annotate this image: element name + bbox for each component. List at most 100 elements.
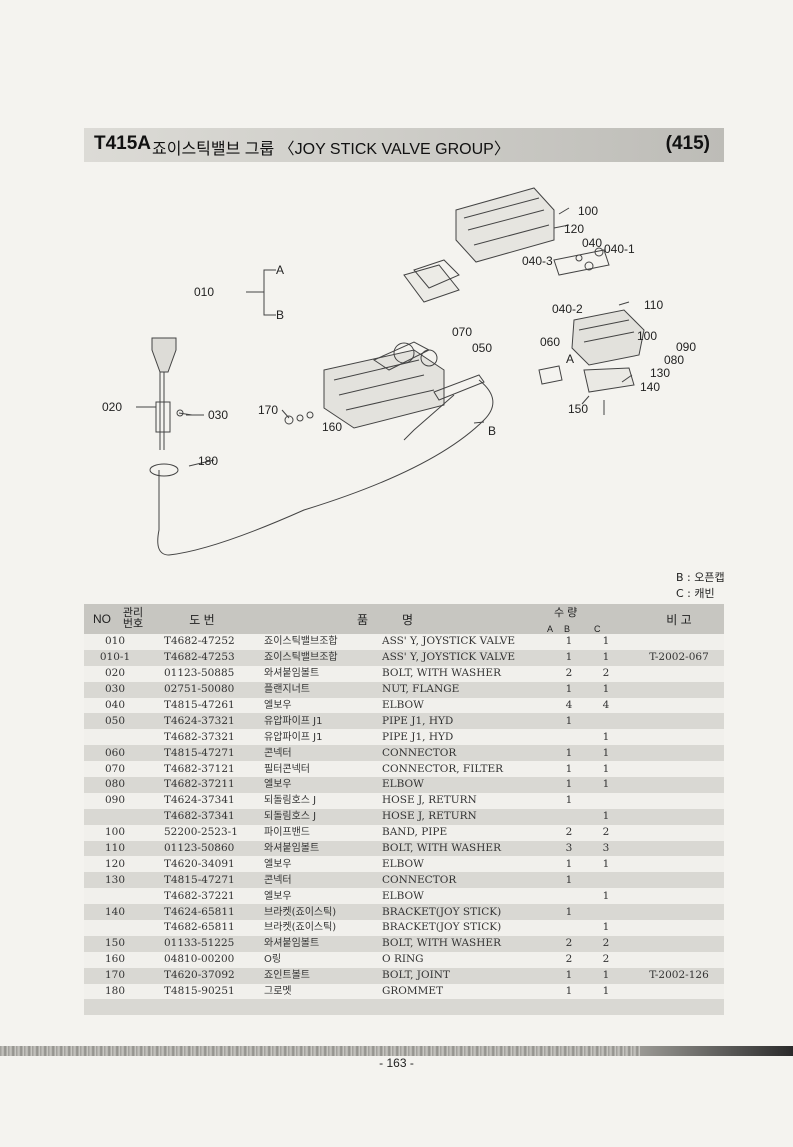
cell-remark [634, 920, 724, 936]
footer-rule [0, 1046, 793, 1056]
cell-part-number: T4624-37341 [164, 794, 235, 807]
table-header-row: NO 관리 번호 도 번 품 명 A 수 량 B C 비 고 [84, 604, 724, 634]
cell-english-name: ASS' Y, JOYSTICK VALVE [382, 651, 515, 664]
cell-no: 010-1 [99, 651, 131, 664]
header-mgmt: 관리 번호 [122, 607, 144, 630]
cell-qty-b [560, 809, 578, 825]
cell-no: 130 [104, 873, 126, 886]
cell-remark [634, 793, 724, 809]
callout-020: 020 [102, 400, 122, 414]
cell-no: 180 [104, 985, 126, 998]
table-body: 010 T4682-47252 죠이스틱밸브조합 ASS' Y, JOYSTICK V… [84, 634, 724, 1000]
callout-120: 120 [564, 222, 584, 236]
header-qty: 수 량 B [554, 607, 578, 634]
cell-korean-name: 콘넥터 [264, 874, 292, 886]
cell-qty-b: 1 [565, 985, 573, 998]
cell-qty-c: 2 [602, 667, 610, 680]
cell-remark [634, 729, 724, 745]
page-number: - 163 - [379, 1056, 414, 1070]
footer-rule-dark [640, 1046, 793, 1056]
cell-no: 110 [104, 842, 126, 855]
cell-qty-a [540, 761, 560, 777]
cell-remark [634, 682, 724, 698]
cell-korean-name: 되돌림호스 J [264, 795, 317, 807]
cell-qty-a [540, 777, 560, 793]
cell-part-number: T4815-47271 [164, 746, 235, 759]
cell-no: 040 [104, 699, 126, 711]
cell-korean-name: 죠이스틱밸브조합 [264, 636, 338, 648]
cell-korean-name: 와셔붙임볼트 [264, 843, 320, 855]
cell-qty-a [540, 952, 560, 968]
cell-qty-a [540, 936, 560, 952]
cell-qty-c: 1 [602, 889, 610, 902]
cell-korean-name: 와셔붙임볼트 [264, 938, 320, 950]
diagram-svg: 100 120 040 040-1 040-3 A 010 B 110 040-… [102, 187, 696, 556]
cell-part-number: T4815-47261 [164, 699, 235, 711]
cell-korean-name: 그로멧 [264, 986, 292, 998]
cell-no: 070 [104, 762, 126, 775]
cell-part-number: 04810-00200 [164, 953, 235, 966]
cell-korean-name: 되돌림호스 J [264, 811, 317, 823]
cell-no: 120 [104, 857, 126, 870]
cell-english-name: BRACKET(JOY STICK) [382, 905, 502, 918]
callout-a-mid: A [566, 352, 574, 366]
cell-no: 010 [104, 635, 126, 648]
cell-korean-name: 유압파이프 J1 [264, 715, 323, 727]
cell-qty-b: 1 [565, 635, 573, 648]
cell-no: 080 [104, 778, 126, 791]
cell-qty-b: 1 [565, 969, 573, 982]
header-name-b: 명 [402, 612, 414, 627]
cell-qty-a [540, 634, 560, 650]
cell-no: 050 [104, 714, 126, 727]
cell-english-name: HOSE J, RETURN [382, 810, 477, 823]
cell-qty-b: 2 [565, 667, 573, 680]
callout-b-cable: B [488, 424, 496, 438]
cell-qty-a [540, 809, 560, 825]
cell-korean-name: 죠이스틱밸브조합 [264, 652, 338, 664]
cell-qty-c: 2 [602, 937, 610, 950]
cell-english-name: CONNECTOR [382, 746, 457, 759]
cell-no: 100 [104, 826, 126, 839]
exploded-parts-diagram: 100 120 040 040-1 040-3 A 010 B 110 040-… [84, 170, 724, 580]
cell-qty-a [540, 729, 560, 745]
cell-qty-c: 1 [602, 985, 610, 998]
cell-remark [634, 761, 724, 777]
cell-english-name: PIPE J1, HYD [382, 714, 454, 727]
table-filler [84, 999, 724, 1016]
cell-part-number: T4620-37092 [164, 969, 235, 982]
callout-160: 160 [322, 420, 342, 434]
callout-080: 080 [664, 353, 684, 367]
cell-english-name: PIPE J1, HYD [382, 730, 454, 743]
cell-english-name: ASS' Y, JOYSTICK VALVE [382, 635, 515, 648]
cell-remark [634, 745, 724, 761]
cell-english-name: ELBOW [382, 778, 424, 791]
cell-part-number: T4624-37321 [164, 714, 235, 727]
title-bar: T415A 죠이스틱밸브 그룹 〈JOY STICK VALVE GROUP〉 … [84, 128, 724, 162]
callout-110: 110 [644, 298, 663, 312]
cell-no: 090 [104, 794, 126, 807]
cell-qty-a [540, 682, 560, 698]
cell-remark [634, 936, 724, 952]
callout-100b: 100 [637, 329, 657, 343]
cell-remark [634, 777, 724, 793]
callout-040-2: 040-2 [552, 302, 583, 316]
cell-part-number: T4682-47252 [164, 635, 235, 648]
cell-qty-b: 1 [565, 873, 573, 886]
callout-050: 050 [472, 341, 492, 355]
cell-remark [634, 888, 724, 904]
cell-part-number: T4620-34091 [164, 857, 235, 870]
callout-140: 140 [640, 380, 660, 394]
cell-no: 140 [104, 905, 126, 918]
cell-qty-c: 1 [602, 778, 610, 791]
cell-qty-c [578, 713, 634, 729]
cell-qty-b: 1 [565, 762, 573, 775]
